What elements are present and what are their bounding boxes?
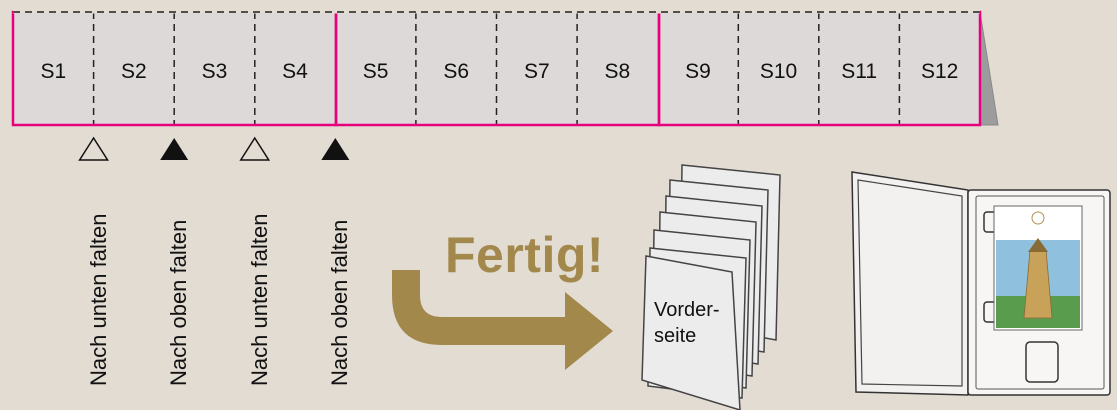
page-label-s3: S3 [202, 60, 228, 83]
case-body-inner [975, 195, 1105, 390]
page-label-s6: S6 [443, 60, 469, 83]
manual-cover-logo [1031, 211, 1045, 225]
page-label-s10: S10 [760, 60, 797, 83]
page-label-s9: S9 [685, 60, 711, 83]
page-label-s4: S4 [282, 60, 308, 83]
page-labels: S1 S2 S3 S4 S5 S6 S7 S8 S9 S10 S11 S12 [40, 60, 958, 83]
done-label: Fertig! [445, 227, 605, 283]
case-lid-inner [857, 179, 963, 387]
curved-arrow-icon [392, 270, 613, 370]
page-label-s1: S1 [40, 60, 66, 83]
page-label-s8: S8 [605, 60, 631, 83]
case-open-lid [851, 171, 969, 396]
strip-fold-tab [979, 11, 999, 126]
outline-triangle-icon [78, 136, 109, 161]
page-label-s2: S2 [121, 60, 147, 83]
game-case-icon [851, 171, 1111, 396]
fold-markers [78, 136, 350, 161]
page-label-s5: S5 [363, 60, 389, 83]
front-label-line1: Vorder- [654, 299, 720, 321]
page-label-s12: S12 [921, 60, 958, 83]
manual-cover-tower-top [1028, 238, 1048, 252]
fold-label-2: Nach oben falten [166, 219, 191, 386]
filled-triangle-icon [160, 138, 189, 160]
cartridge-slot [1025, 341, 1059, 383]
page-label-s7: S7 [524, 60, 550, 83]
fold-lines [92, 12, 901, 125]
page-label-s11: S11 [841, 60, 877, 83]
fold-label-3: Nach unten falten [247, 213, 272, 386]
front-label-line2: seite [654, 325, 696, 347]
filled-triangle-icon [321, 138, 350, 160]
folded-booklet-icon: Vorder- seite [641, 164, 781, 410]
page-strip: S1 S2 S3 S4 S5 S6 S7 S8 S9 S10 S11 S12 [11, 10, 999, 127]
outline-triangle-icon [239, 136, 271, 161]
fold-label-4: Nach oben falten [327, 219, 352, 386]
fold-label-1: Nach unten falten [86, 213, 111, 386]
